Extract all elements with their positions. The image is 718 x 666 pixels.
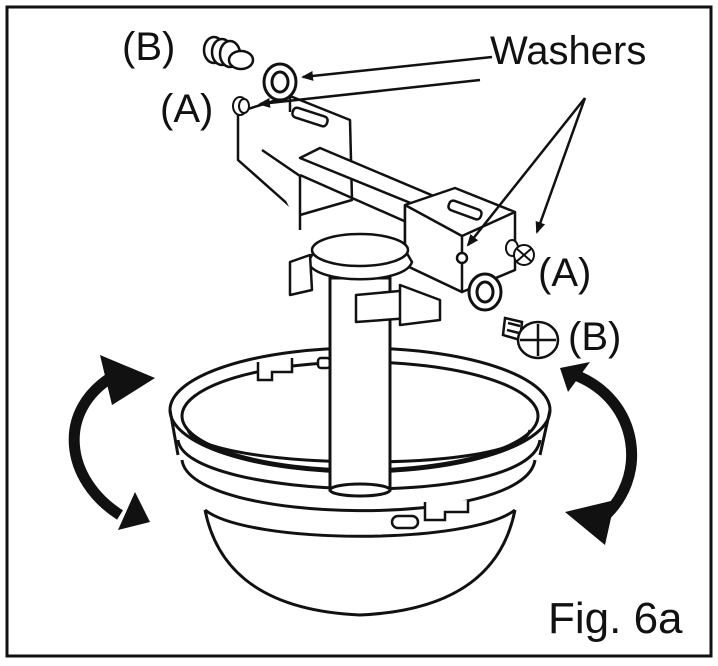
screw-b-top	[202, 35, 255, 71]
leader-arrows	[258, 55, 587, 247]
label-a-top: (A)	[160, 87, 213, 131]
label-b-top: (B)	[122, 25, 175, 69]
arrow-to-top-washer	[301, 55, 493, 81]
arrow-to-bracket-hole	[466, 97, 586, 247]
canopy-dome	[203, 509, 517, 617]
label-washers: Washers	[490, 29, 646, 73]
screw-a-top	[232, 96, 250, 116]
rotate-arrow-right	[560, 362, 638, 545]
label-b-right: (B)	[568, 315, 621, 359]
bracket-slot-left	[291, 106, 329, 128]
rim-slot	[390, 514, 420, 530]
arrow-to-top-a	[258, 78, 481, 108]
screw-a-right	[505, 239, 535, 266]
label-a-right: (A)	[538, 251, 591, 295]
arrow-to-right-a	[535, 97, 587, 234]
screw-b-right	[501, 316, 560, 360]
mounting-bracket	[236, 94, 517, 327]
washer-top	[262, 62, 298, 102]
rotate-arrow-left	[68, 355, 155, 530]
washer-right	[467, 272, 503, 312]
bracket-slot-right	[447, 199, 483, 221]
figure-caption: Fig. 6a	[548, 594, 683, 643]
canopy-slots	[256, 356, 470, 530]
bracket-hole	[455, 251, 469, 265]
